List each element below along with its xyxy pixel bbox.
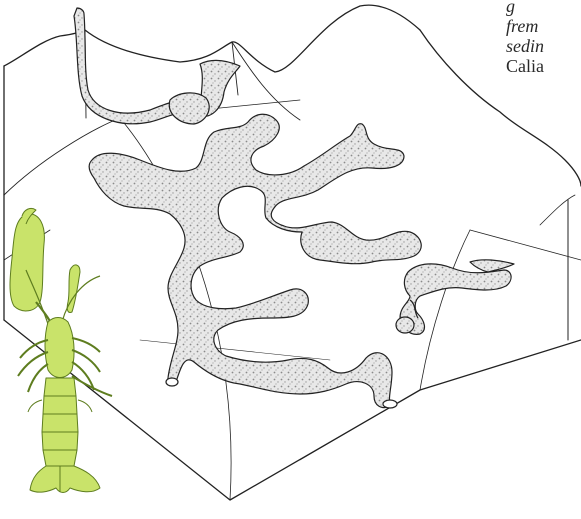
caption-line: frem bbox=[506, 16, 581, 36]
callianassa-shrimp-icon bbox=[10, 208, 112, 492]
caption-line: Calia bbox=[506, 56, 581, 76]
caption-text: g frem sedin Calia bbox=[506, 0, 581, 76]
sediment-block-icon bbox=[4, 5, 581, 500]
burrow-system-icon bbox=[74, 8, 514, 408]
caption-line: sedin bbox=[506, 36, 581, 56]
caption-line: g bbox=[506, 0, 581, 16]
